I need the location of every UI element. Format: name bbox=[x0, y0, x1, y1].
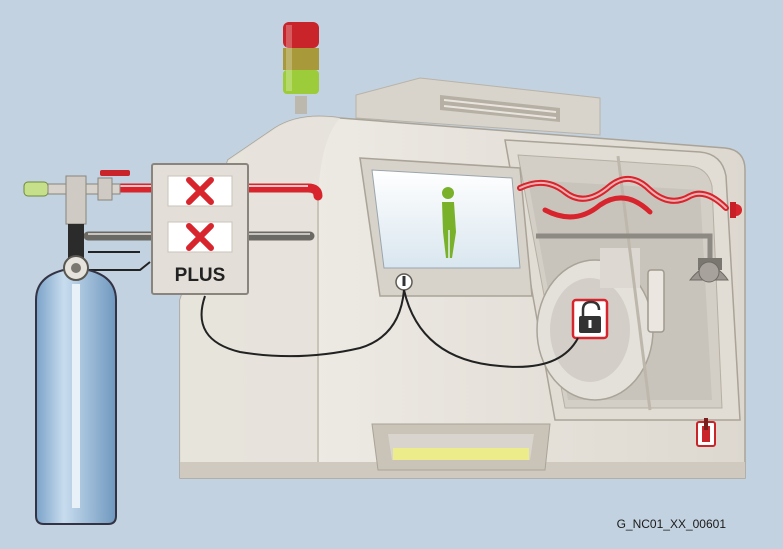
machine-vent-housing bbox=[355, 77, 601, 136]
plus-control-box: PLUS bbox=[151, 163, 249, 295]
valve-icon bbox=[23, 170, 130, 258]
stack-light-icon bbox=[283, 22, 319, 114]
figure-code: G_NC01_XX_00601 bbox=[617, 517, 727, 531]
unlock-icon bbox=[571, 298, 609, 340]
person-icon bbox=[442, 187, 456, 258]
sensor-wires bbox=[88, 251, 579, 368]
coolant-pipe bbox=[517, 176, 742, 220]
key-switch-icon bbox=[395, 273, 413, 291]
plus-label: PLUS bbox=[175, 265, 226, 286]
sprinkler-icon bbox=[536, 233, 729, 283]
manual-switch-icon bbox=[696, 418, 716, 447]
gas-cylinder-icon bbox=[35, 255, 117, 525]
cross-icon bbox=[186, 223, 214, 251]
cross-icon bbox=[186, 177, 214, 205]
indicator-slot bbox=[371, 423, 551, 471]
